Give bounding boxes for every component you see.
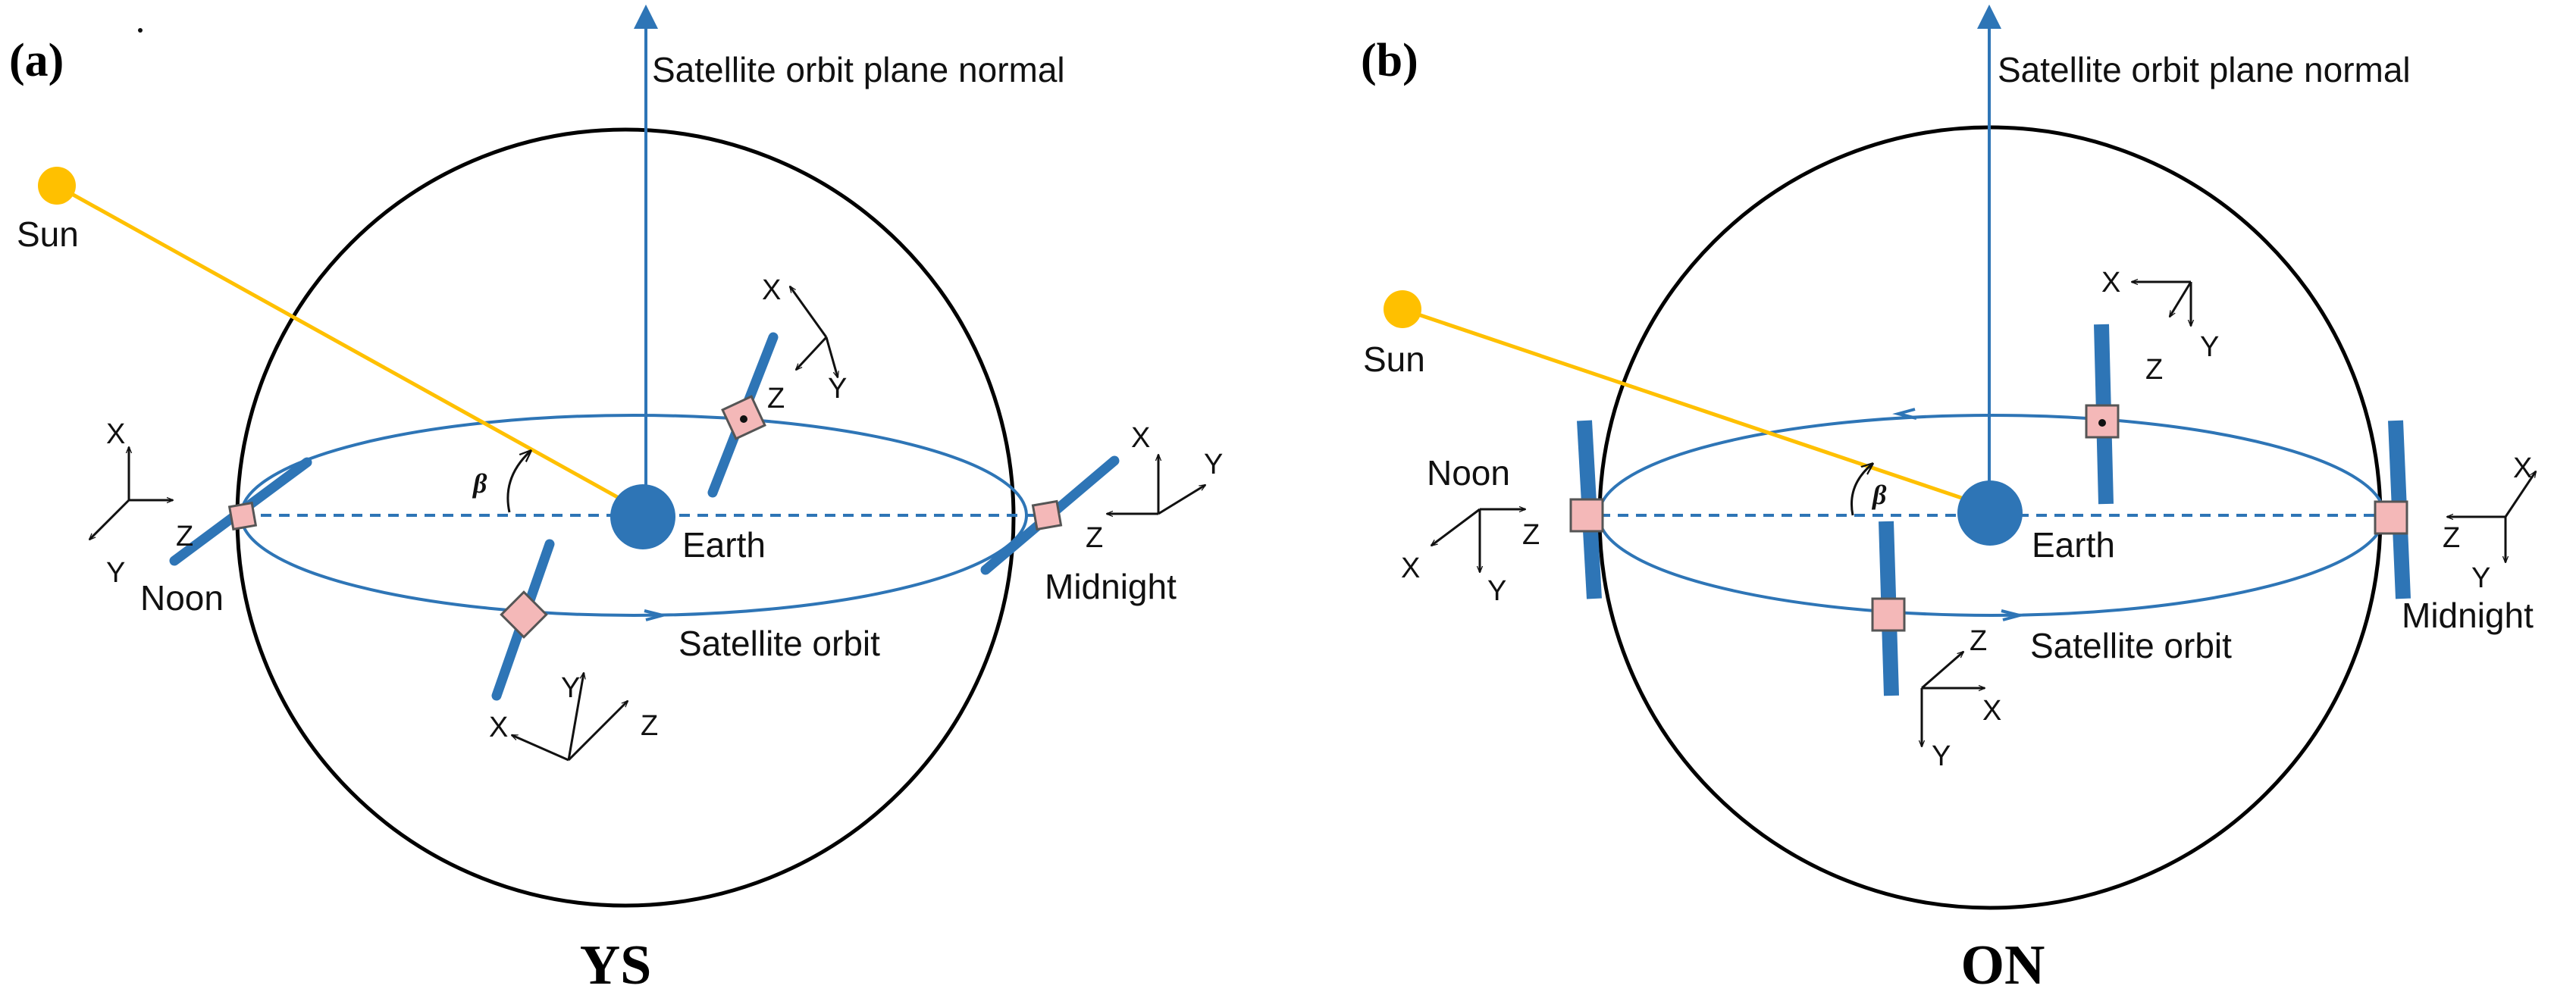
orbit-label-b: Satellite orbit (2030, 626, 2232, 665)
panel-a-tag: (a) (9, 35, 64, 86)
stray-dot (138, 28, 143, 33)
sun-ray-a (55, 183, 635, 508)
satellite-midnight-a (980, 455, 1120, 575)
panel-b: (b) Satellite orbit plane normal Sun Ear… (1361, 5, 2536, 995)
axes-bottom-b (1922, 652, 1985, 746)
axis-y-noon-a: Y (106, 557, 125, 589)
axis-z-midnight-b: Z (2443, 522, 2460, 554)
noon-label-a: Noon (140, 578, 224, 618)
orbit-arrow-bottom-b (2001, 609, 2026, 621)
mode-title-b: ON (1961, 934, 2045, 995)
orbit-label-a: Satellite orbit (678, 624, 880, 663)
earth-icon-b (1957, 480, 2023, 546)
axis-z-midnight-a: Z (1086, 522, 1103, 554)
axis-y-noon-b: Y (1487, 575, 1506, 607)
beta-arc-b (1851, 464, 1872, 516)
midnight-label-a: Midnight (1045, 567, 1177, 606)
axis-x-top-b: X (2101, 267, 2120, 299)
sun-label-a: Sun (17, 214, 79, 254)
axis-y-top-a: Y (828, 373, 847, 405)
axis-x-noon-a: X (106, 418, 125, 450)
axis-y-bottom-a: Y (561, 672, 580, 704)
beta-label-a: β (472, 468, 487, 499)
axis-x-noon-b: X (1401, 552, 1420, 584)
midnight-label-b: Midnight (2402, 596, 2534, 635)
axes-top-a (790, 286, 838, 377)
axes-top-b (2132, 282, 2191, 326)
axis-x-bottom-b: X (1982, 695, 2001, 727)
axis-x-midnight-b: X (2513, 452, 2532, 484)
earth-icon-a (610, 484, 675, 549)
sun-ray-b (1402, 307, 1987, 508)
satellite-midnight-b (2374, 420, 2411, 599)
axes-noon-a (89, 447, 173, 540)
orbit-normal-label-b: Satellite orbit plane normal (1998, 50, 2411, 89)
axis-z-bottom-a: Z (641, 710, 658, 742)
axis-y-midnight-b: Y (2471, 562, 2490, 594)
axis-x-bottom-a: X (489, 712, 508, 743)
axis-y-bottom-b: Y (1932, 740, 1951, 772)
mode-title-a: YS (580, 934, 652, 995)
axis-x-top-a: X (762, 274, 781, 306)
axis-z-top-a: Z (767, 383, 785, 415)
axis-x-midnight-a: X (1131, 422, 1150, 454)
sun-icon-a (38, 167, 76, 205)
satellite-noon-a (169, 457, 312, 566)
panel-b-tag: (b) (1361, 35, 1418, 86)
sun-icon-b (1384, 290, 1421, 328)
axes-midnight-a (1107, 455, 1205, 514)
axis-y-midnight-a: Y (1204, 449, 1223, 480)
beta-arc-a (506, 451, 531, 513)
earth-label-b: Earth (2032, 525, 2115, 565)
beta-label-b: β (1871, 480, 1887, 510)
panel-a: (a) Satellite orbit plane normal Sun Ear… (9, 5, 1223, 995)
sun-label-b: Sun (1363, 339, 1425, 379)
axis-z-noon-a: Z (176, 521, 193, 552)
satellite-noon-b (1569, 420, 1604, 599)
satellite-bottom-a (491, 539, 555, 701)
satellite-top-b (2085, 324, 2120, 505)
axis-y-top-b: Y (2200, 331, 2219, 363)
satellite-bottom-b (1871, 521, 1906, 696)
axis-z-noon-b: Z (1522, 519, 1540, 551)
axes-midnight-b (2447, 471, 2536, 562)
orbit-normal-label-a: Satellite orbit plane normal (652, 50, 1065, 89)
orbit-arrow-top-b (1892, 408, 1917, 420)
orbit-arrow-bottom-a (644, 609, 669, 621)
axes-noon-b (1431, 509, 1525, 572)
axis-z-bottom-b: Z (1970, 625, 1987, 657)
earth-label-a: Earth (682, 525, 766, 565)
noon-label-b: Noon (1427, 453, 1510, 493)
axis-z-top-b: Z (2145, 354, 2163, 386)
axes-bottom-a (512, 673, 628, 762)
satellite-top-a (707, 332, 779, 498)
